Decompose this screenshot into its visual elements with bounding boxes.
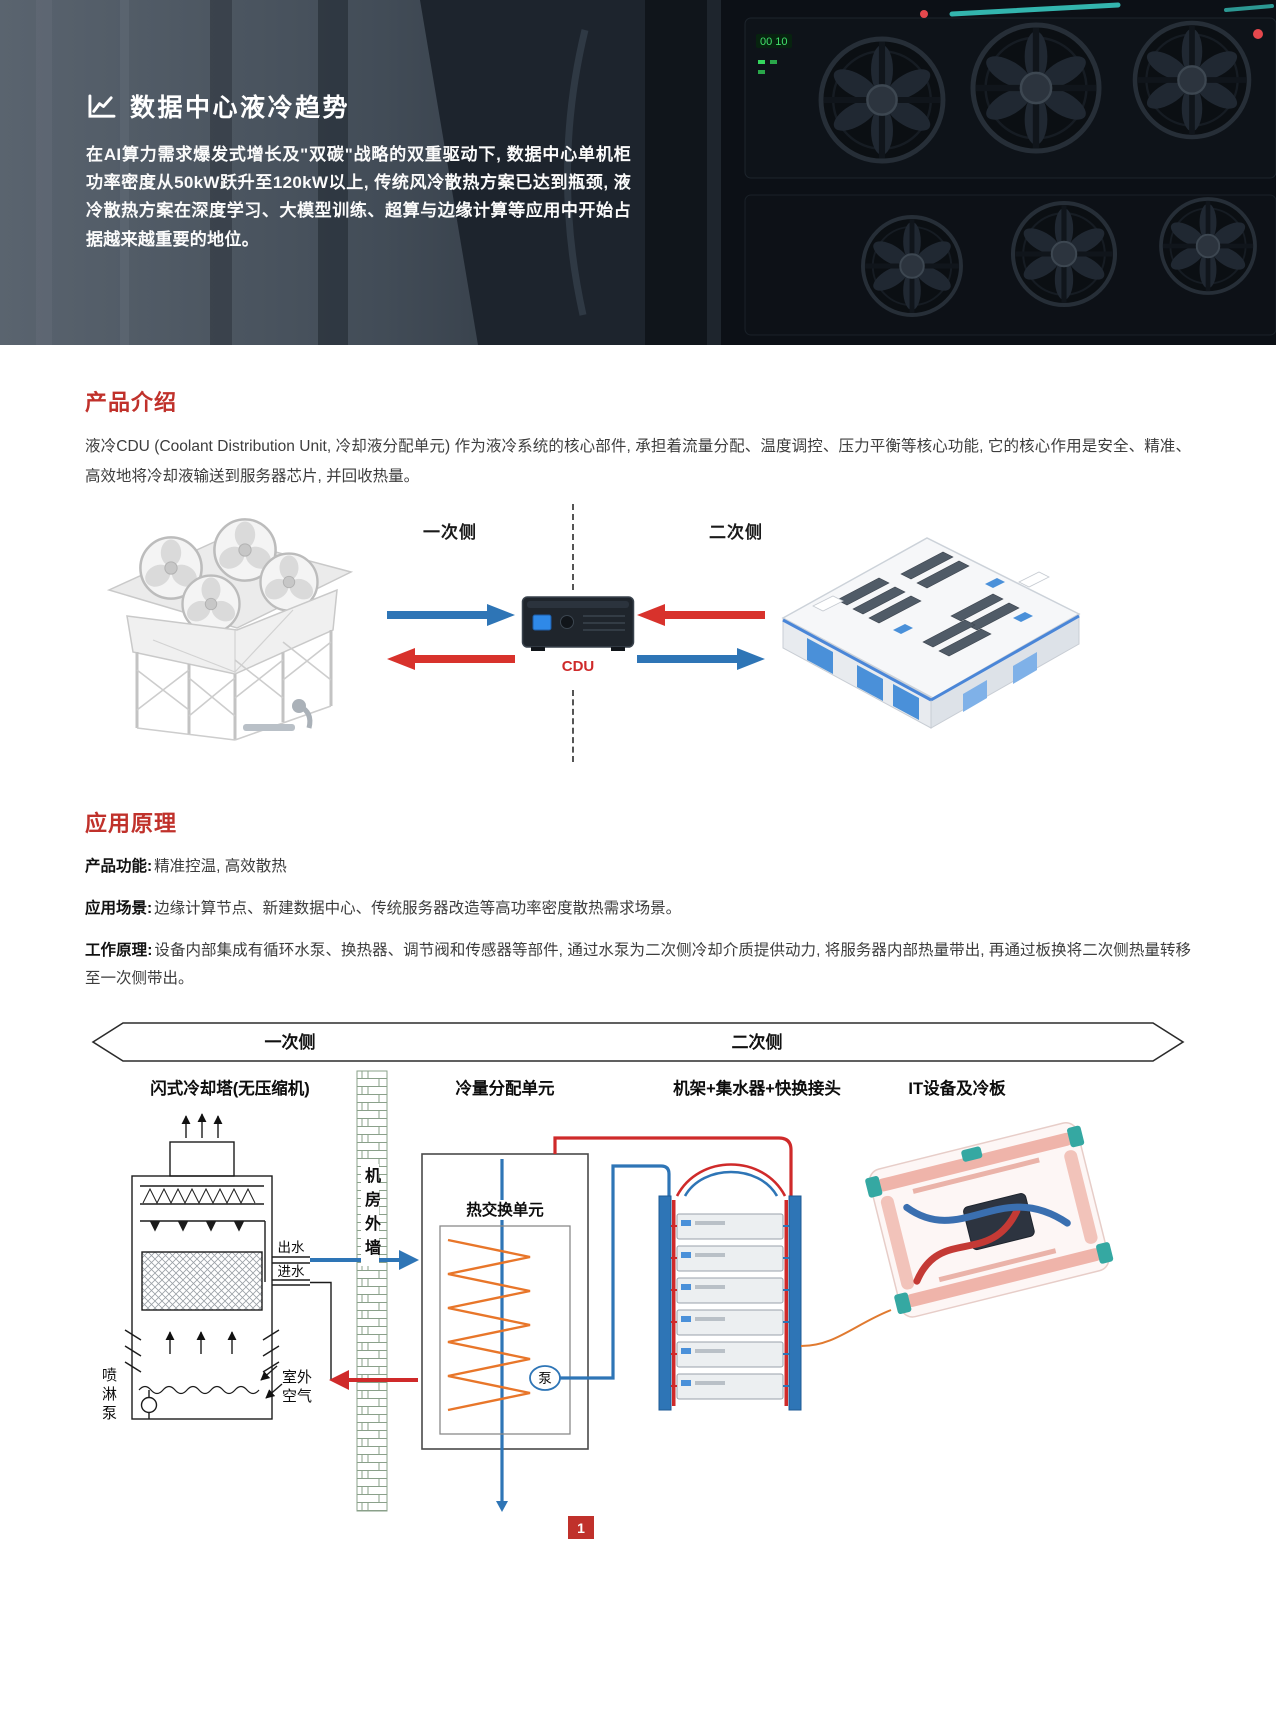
cdu-label: CDU (561, 658, 595, 676)
primary-supply-arrow (387, 604, 515, 627)
server-unit (671, 1373, 789, 1400)
server-room-photo: 00 10 (0, 0, 1276, 345)
spec-label-function: 产品功能: (85, 858, 153, 876)
flow-secondary-side-label: 二次侧 (732, 1032, 783, 1052)
server-unit (671, 1341, 789, 1368)
application-title: 应用原理 (85, 811, 178, 837)
server-unit (671, 1213, 789, 1240)
tower-outlet-label: 出水 (278, 1240, 305, 1255)
primary-side-label: 一次侧 (423, 523, 477, 543)
rack-manifold-schematic (658, 1195, 802, 1411)
system-flow-schematic: 一次侧 二次侧 闪式冷却塔(无压缩机) 冷量分配单元 机架+集水器+快换接头 I… (91, 1022, 1185, 1513)
spray-pump-label: 喷淋泵 (100, 1367, 117, 1425)
main-content: 产品介绍 液冷CDU (Coolant Distribution Unit, 冷… (0, 345, 1276, 1540)
dashed-divider-top (572, 504, 574, 591)
system-flow-diagram: 一次侧 二次侧 闪式冷却塔(无压缩机) 冷量分配单元 机架+集水器+快换接头 I… (85, 1014, 1191, 1514)
spec-line-scenario: 应用场景:边缘计算节点、新建数据中心、传统服务器改造等高功率密度散热需求场景。 (85, 895, 1191, 924)
secondary-return-pipe (560, 1164, 671, 1380)
cold-plate-illustration (865, 1122, 1114, 1318)
machine-room-wall (356, 1070, 388, 1512)
spec-label-scenario: 应用场景: (85, 900, 153, 918)
dashed-divider-bottom (572, 690, 574, 763)
server-unit (671, 1309, 789, 1336)
spec-text-function: 精准控温, 高效散热 (154, 858, 287, 876)
cooling-tower-schematic (124, 1113, 332, 1420)
column-header-tower: 闪式冷却塔(无压缩机) (150, 1078, 310, 1098)
cdu-overview-diagram: 一次侧 二次侧 (85, 502, 1191, 774)
cooling-tower-illustration (106, 518, 354, 742)
secondary-supply-arrow (637, 648, 765, 671)
spec-line-principle: 工作原理:设备内部集成有循环水泵、换热器、调节阀和传感器等部件, 通过水泵为二次… (85, 937, 1191, 994)
flow-primary-side-label: 一次侧 (265, 1032, 316, 1052)
product-intro-body: 液冷CDU (Coolant Distribution Unit, 冷却液分配单… (85, 438, 1191, 486)
hero-paragraph: 在AI算力需求爆发式增长及"双碳"战略的双重驱动下, 数据中心单机柜功率密度从5… (86, 145, 631, 249)
hero-section: 00 10 数据中心液冷趋势 在AI算力需求爆发式增长及"双碳"战略的双重驱动下… (0, 0, 1276, 345)
secondary-side-label: 二次侧 (709, 523, 763, 543)
secondary-return-arrow (637, 604, 765, 627)
product-intro-section: 产品介绍 液冷CDU (Coolant Distribution Unit, 冷… (85, 385, 1191, 492)
data-center-building-illustration (781, 537, 1081, 730)
product-intro-title: 产品介绍 (85, 390, 178, 415)
pump-label: 泵 (538, 1371, 552, 1386)
column-header-it: IT设备及冷板 (908, 1078, 1006, 1098)
span-double-arrow (91, 1022, 1185, 1062)
hx-coil (447, 1238, 531, 1412)
cdu-schematic: 热交换单元 泵 (421, 1153, 589, 1513)
column-header-cdu: 冷量分配单元 (456, 1078, 556, 1098)
spec-line-function: 产品功能:精准控温, 高效散热 (85, 853, 1191, 882)
trend-chart-icon (88, 93, 116, 118)
spec-label-principle: 工作原理: (85, 941, 153, 959)
primary-return-arrow (387, 648, 515, 671)
outdoor-air-arrow-1 (260, 1365, 278, 1381)
application-principle-section: 应用原理 产品功能:精准控温, 高效散热 应用场景:边缘计算节点、新建数据中心、… (85, 806, 1191, 994)
hero-title: 数据中心液冷趋势 (130, 94, 351, 122)
rack-loop-red (675, 1163, 787, 1197)
tower-inlet-label: 进水 (278, 1264, 305, 1279)
server-unit (671, 1245, 789, 1272)
outdoor-air-label: 室外空气 (281, 1369, 312, 1405)
secondary-supply-pipe (553, 1136, 793, 1197)
outdoor-air-arrow-2 (265, 1383, 283, 1399)
page-number: 1 (568, 1516, 594, 1540)
coldplate-connector-pipe (800, 1309, 892, 1348)
server-unit (671, 1277, 789, 1304)
rack-loop-blue (683, 1170, 779, 1197)
column-header-rack: 机架+集水器+快换接头 (673, 1078, 841, 1098)
hero-content: 数据中心液冷趋势 在AI算力需求爆发式增长及"双碳"战略的双重驱动下, 数据中心… (0, 0, 631, 254)
spec-text-scenario: 边缘计算节点、新建数据中心、传统服务器改造等高功率密度散热需求场景。 (154, 900, 682, 918)
cdu-device-illustration (521, 596, 635, 652)
svg-text:00 10: 00 10 (760, 36, 788, 48)
machine-room-wall-label: 机房外墙 (361, 1164, 379, 1267)
hx-unit-label: 热交换单元 (466, 1200, 544, 1219)
spec-text-principle: 设备内部集成有循环水泵、换热器、调节阀和传感器等部件, 通过水泵为二次侧冷却介质… (85, 941, 1191, 988)
